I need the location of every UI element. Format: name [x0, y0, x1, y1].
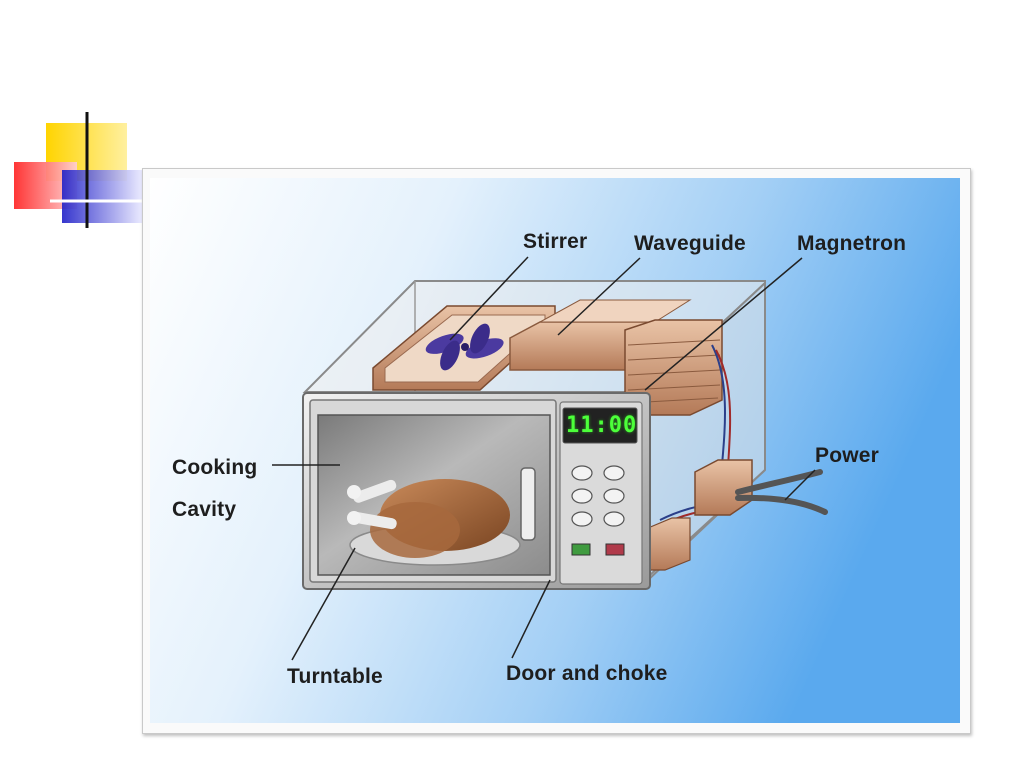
label-power: Power — [815, 444, 880, 467]
door-handle — [520, 467, 536, 541]
label-stirrer: Stirrer — [523, 230, 588, 253]
microwave-front — [302, 392, 651, 590]
chicken — [347, 479, 510, 558]
clock-display: 11:00 — [566, 413, 638, 438]
keypad — [571, 465, 625, 527]
stirrer-fan — [425, 323, 504, 371]
stop-button — [605, 543, 625, 556]
label-cooking: Cooking — [172, 456, 258, 479]
start-button — [571, 543, 591, 556]
display-panel — [562, 407, 638, 444]
label-door-and-choke: Door and choke — [506, 662, 668, 685]
leader-lines — [272, 256, 816, 661]
label-turntable: Turntable — [287, 665, 383, 688]
microwave-diagram — [150, 178, 960, 723]
slide-corner-decoration — [14, 112, 142, 228]
label-waveguide: Waveguide — [634, 232, 746, 255]
label-cavity: Cavity — [172, 498, 237, 521]
label-magnetron: Magnetron — [797, 232, 907, 255]
